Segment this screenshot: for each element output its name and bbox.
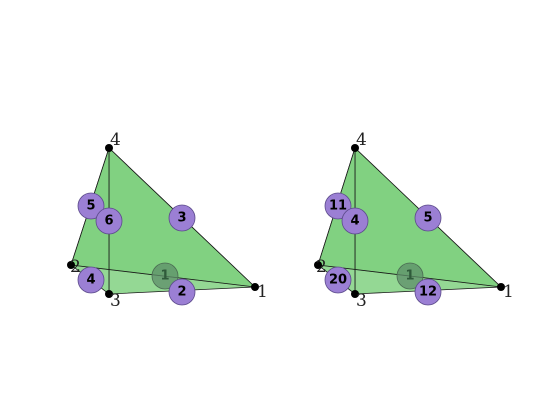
node-left-1 bbox=[151, 262, 179, 290]
node-right-11 bbox=[324, 192, 352, 220]
node-right-20 bbox=[324, 266, 352, 294]
vertex-left-2-label: 2 bbox=[70, 257, 81, 277]
node-left-4-label: 4 bbox=[86, 273, 95, 288]
node-left-3 bbox=[168, 204, 196, 232]
node-left-3-label: 3 bbox=[177, 211, 186, 226]
vertex-right-4-label: 4 bbox=[356, 130, 367, 150]
node-left-5-label: 5 bbox=[86, 199, 95, 214]
node-left-5 bbox=[77, 192, 105, 220]
node-left-6-label: 6 bbox=[104, 214, 113, 229]
vertex-left-2 bbox=[67, 261, 75, 269]
node-right-11-label: 11 bbox=[329, 199, 347, 214]
node-right-1-label: 1 bbox=[405, 269, 414, 284]
tetrahedron-left: 1 2 3 4 5 6 1 2 3 4 bbox=[67, 130, 268, 311]
vertex-left-4 bbox=[105, 144, 113, 152]
tetrahedron-right: 1 12 5 20 11 4 1 2 3 4 bbox=[314, 130, 514, 311]
vertex-left-1 bbox=[251, 283, 259, 291]
node-right-12 bbox=[414, 278, 442, 306]
node-right-5-label: 5 bbox=[423, 211, 432, 226]
vertex-right-2 bbox=[314, 261, 322, 269]
node-left-4 bbox=[77, 266, 105, 294]
vertex-right-3-label: 3 bbox=[356, 291, 367, 311]
vertex-right-3 bbox=[351, 290, 359, 298]
node-left-1-label: 1 bbox=[160, 269, 169, 284]
node-right-1 bbox=[396, 262, 424, 290]
vertex-right-1-label: 1 bbox=[503, 282, 514, 302]
vertex-right-4 bbox=[351, 144, 359, 152]
vertex-right-2-label: 2 bbox=[316, 257, 327, 277]
node-right-4 bbox=[341, 207, 369, 235]
node-left-2-label: 2 bbox=[177, 285, 186, 300]
node-right-20-label: 20 bbox=[329, 273, 347, 288]
node-right-5 bbox=[414, 204, 442, 232]
vertex-left-3-label: 3 bbox=[110, 291, 121, 311]
vertex-right-1 bbox=[497, 283, 505, 291]
node-right-12-label: 12 bbox=[419, 285, 437, 300]
vertex-left-1-label: 1 bbox=[257, 282, 268, 302]
vertex-left-4-label: 4 bbox=[110, 130, 121, 150]
node-left-2 bbox=[168, 278, 196, 306]
node-right-4-label: 4 bbox=[350, 214, 359, 229]
vertex-left-3 bbox=[105, 290, 113, 298]
node-left-6 bbox=[95, 207, 123, 235]
